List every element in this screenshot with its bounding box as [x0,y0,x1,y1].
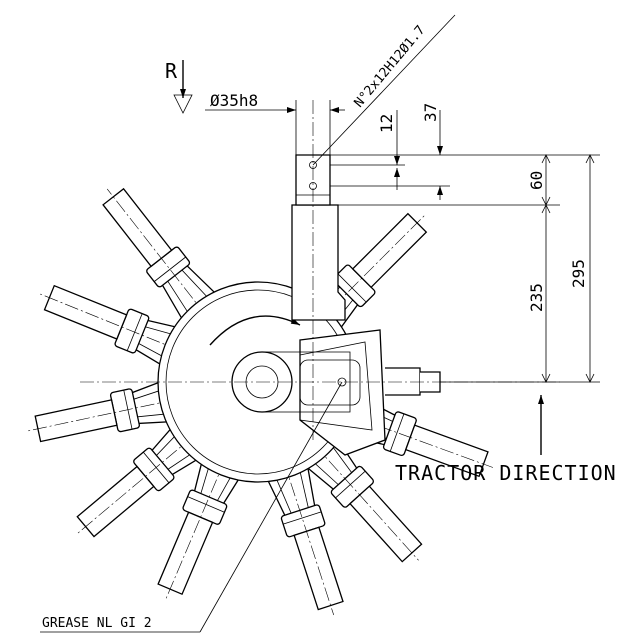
dim-37-label: 37 [421,103,440,122]
dim-12-label: 12 [377,114,396,133]
grease-note-label: GREASE NL GI 2 [42,616,152,631]
shaft-diameter-label: Ø35h8 [210,91,258,110]
gearbox-housing [231,154,441,456]
view-label: R [165,59,178,83]
rotation-arrow [209,315,301,346]
tractor-direction-label: TRACTOR DIRECTION [395,461,617,485]
dim-60-label: 60 [527,171,546,190]
dim-295-label: 295 [569,259,588,288]
dim-235-label: 235 [527,283,546,312]
hole-spec-label: N°2x12H12Ø1.7 [352,23,429,111]
dimensions [40,14,600,633]
